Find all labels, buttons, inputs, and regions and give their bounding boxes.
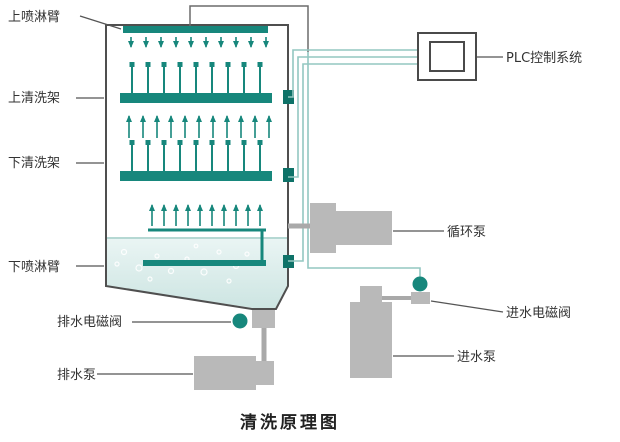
upper-rack-teeth [129, 62, 263, 94]
label-drain-pump: 排水泵 [57, 368, 96, 383]
plc-box [417, 32, 477, 81]
circulation-pump [288, 203, 392, 253]
lower-spray-arm [143, 228, 266, 266]
leader-lines [76, 15, 504, 375]
control-pipes [288, 49, 421, 278]
label-plc-control-system: PLC控制系统 [506, 51, 582, 66]
leader-upper-spray-arm [79, 15, 122, 30]
inlet-pump-body [350, 302, 392, 378]
label-lower-spray-arm: 下喷淋臂 [8, 260, 60, 275]
drain-pump-outlet [256, 361, 274, 385]
label-circulation-pump: 循环泵 [447, 225, 486, 240]
label-lower-rack: 下清洗架 [8, 156, 60, 171]
label-inlet-solenoid-valve: 进水电磁阀 [506, 306, 571, 321]
inlet-valve-base [411, 292, 430, 304]
lower-rack-teeth [129, 140, 263, 172]
diagram-title: 清洗原理图 [240, 412, 340, 433]
upper-spray-arrows [128, 37, 269, 48]
mid-spray-arrows [126, 115, 272, 138]
inlet-pump-head [360, 286, 382, 302]
drain-fitting [252, 310, 275, 328]
wash-chamber [105, 24, 289, 310]
label-upper-rack: 上清洗架 [8, 91, 60, 106]
inlet-solenoid-valve [412, 276, 428, 292]
labels: 上喷淋臂 上清洗架 下清洗架 下喷淋臂 排水电磁阀 排水泵 PLC控制系统 循环… [8, 10, 582, 383]
label-upper-spray-arm: 上喷淋臂 [8, 10, 60, 25]
lower-spray-arrows [149, 204, 263, 226]
inlet-assembly [350, 276, 430, 378]
top-supply-pipe [189, 5, 309, 52]
water [107, 238, 287, 308]
drain-assembly [194, 310, 275, 390]
drain-solenoid-valve [232, 313, 248, 329]
leader-inlet-solenoid-valve [430, 300, 504, 313]
lower-rack-rail [120, 171, 272, 181]
drain-pump-body [194, 356, 256, 390]
label-inlet-pump: 进水泵 [457, 350, 496, 365]
upper-rack-rail [120, 93, 272, 103]
label-drain-solenoid-valve: 排水电磁阀 [57, 315, 122, 330]
upper-spray-arm [123, 26, 268, 33]
